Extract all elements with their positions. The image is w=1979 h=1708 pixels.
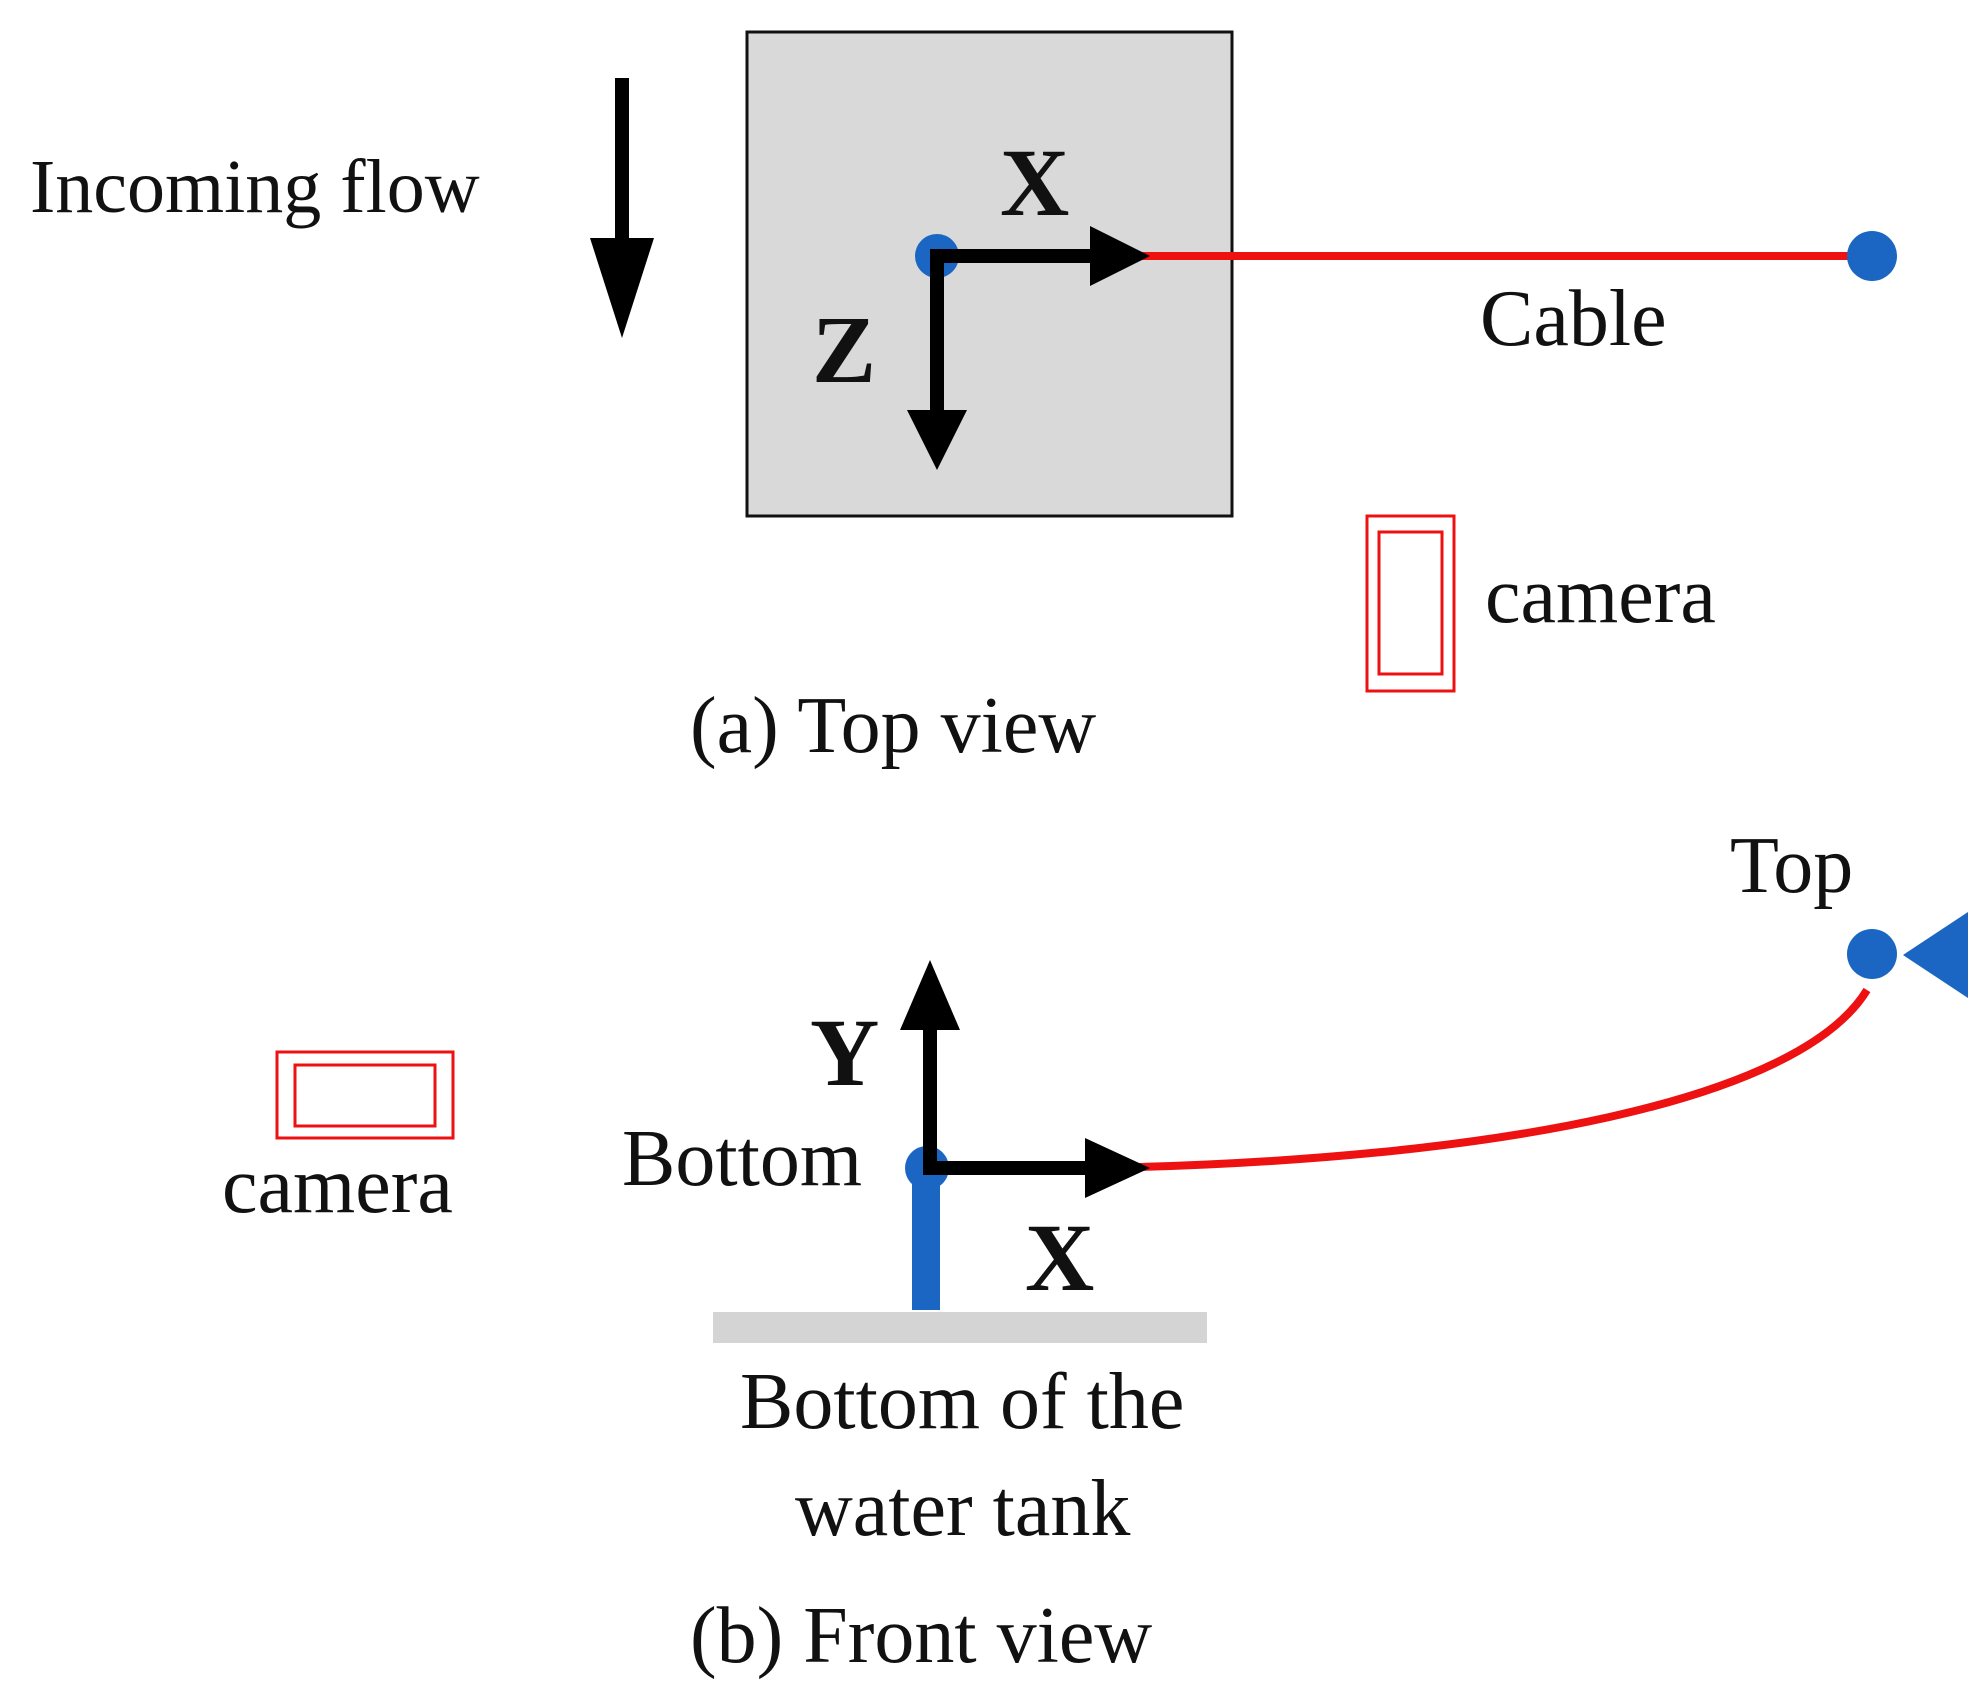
cable-label: Cable bbox=[1480, 275, 1667, 363]
top-z-axis-head bbox=[907, 410, 967, 470]
camera-icon-front bbox=[275, 1050, 455, 1140]
cable-top-node bbox=[1847, 929, 1897, 979]
front-view: Top camera Y X Bottom B bbox=[222, 822, 1968, 1680]
bottom-end-label: Bottom bbox=[622, 1115, 862, 1203]
tank-label-line2: water tank bbox=[795, 1465, 1130, 1553]
front-y-axis-head bbox=[900, 960, 960, 1030]
camera-outer-front bbox=[275, 1050, 455, 1140]
front-y-axis-label: Y bbox=[810, 999, 879, 1106]
top-z-axis-arrow bbox=[907, 250, 967, 470]
cable-front-view bbox=[1099, 987, 1871, 1172]
top-z-axis-label: Z bbox=[812, 296, 876, 403]
top-x-axis-arrow bbox=[930, 226, 1150, 286]
front-y-axis-arrow bbox=[900, 960, 960, 1175]
top-end-label: Top bbox=[1730, 822, 1853, 910]
model-block bbox=[745, 30, 1234, 518]
camera-label-top: camera bbox=[1485, 552, 1716, 640]
camera-inner-front bbox=[293, 1063, 437, 1128]
top-x-axis-head bbox=[1090, 226, 1150, 286]
camera-outer-top bbox=[1365, 514, 1456, 693]
top-x-axis-label: X bbox=[1000, 129, 1069, 236]
top-view: Incoming flow X Z Cable c bbox=[30, 30, 1897, 770]
tank-floor bbox=[713, 1312, 1207, 1343]
front-x-axis-arrow bbox=[925, 1138, 1150, 1198]
front-x-axis-head bbox=[1085, 1138, 1150, 1198]
incoming-flow-arrow bbox=[590, 78, 654, 338]
caption-front-view: (b) Front view bbox=[690, 1592, 1152, 1680]
tank-label-line1: Bottom of the bbox=[740, 1358, 1184, 1446]
support-post bbox=[912, 1168, 940, 1310]
cable-end-node-top bbox=[1847, 231, 1897, 281]
camera-icon-top bbox=[1365, 514, 1456, 693]
camera-label-front: camera bbox=[222, 1142, 453, 1230]
incoming-flow-label: Incoming flow bbox=[30, 145, 480, 229]
caption-top-view: (a) Top view bbox=[690, 682, 1096, 770]
front-x-axis-label: X bbox=[1025, 1204, 1094, 1311]
flow-arrow-head bbox=[590, 238, 654, 338]
camera-inner-top bbox=[1377, 530, 1444, 676]
top-anchor-icon bbox=[1903, 912, 1968, 998]
